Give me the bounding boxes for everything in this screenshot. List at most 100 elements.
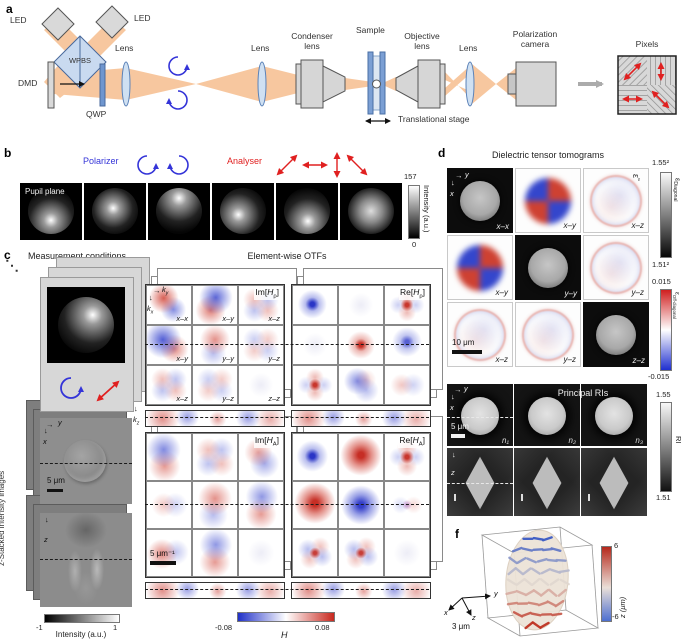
panel-b-label: b [4, 146, 12, 160]
pupil-pattern [58, 297, 114, 353]
otf-cell-label: x–y [222, 314, 234, 323]
pupil-pattern [220, 188, 266, 234]
off-colorbar [660, 289, 672, 371]
off-cbar-label: εOff-diagonal [672, 292, 681, 319]
int-cbar-label: Intensity (a.u.) [55, 630, 107, 639]
tomogram-cell: x–x [447, 168, 513, 233]
analyser-arrow-icons [276, 152, 368, 178]
panel-f-label: f [455, 527, 459, 541]
otf-cell [338, 433, 384, 481]
strip-marks [292, 583, 430, 598]
otf-grid-title: Re[HA] [398, 435, 426, 448]
cross-section-line [447, 483, 513, 484]
f-axis-x: x [444, 608, 448, 617]
ellipsis-dots: ⋱ [5, 257, 19, 273]
sample-shape [367, 51, 386, 115]
tomogram-cell-label: y–y [564, 289, 577, 298]
otf-cell-label: y–y [222, 354, 234, 363]
intensity-colorbar-c [44, 614, 120, 623]
diag-cbar-max: 1.55² [652, 158, 670, 167]
tomogram-cell-label: y–z [563, 355, 576, 364]
otf-grid-re-hrho: Re[Hρ] [291, 284, 431, 406]
diag-colorbar [660, 172, 672, 258]
tomogram-sphere [525, 177, 571, 224]
otf-cell: y–y [192, 325, 238, 365]
colorbar-max: 157 [404, 172, 417, 181]
otf-cell [292, 365, 338, 405]
xy-intensity-image: y → ↓ x 5 μm [40, 418, 132, 504]
intensity-colorbar-b [408, 185, 420, 239]
ri-cbar-max: 1.55 [656, 390, 671, 399]
tomogram-cell-label: x–z [495, 355, 508, 364]
n2-label: n₂ [568, 436, 577, 445]
otf-scalebar-label: 5 μm⁻¹ [150, 549, 175, 558]
otf-cell [338, 365, 384, 405]
n1-label: n₁ [502, 436, 509, 445]
tomogram-cell: x–y [515, 168, 581, 233]
otf-cell-label: y–z [268, 354, 280, 363]
optical-setup-diagram [41, 5, 677, 124]
otf-cell-label: x–z [176, 394, 188, 403]
condition-state-icons [60, 377, 120, 402]
ri-xz-image-n1: ↓ z [447, 448, 513, 516]
kz-axis-label: kz [133, 415, 140, 427]
xz-intensity-image: ↓ z [40, 513, 132, 607]
f-colorbar [601, 546, 612, 622]
lens3-label: Lens [459, 43, 478, 53]
axis-z-label: z [451, 468, 455, 477]
strip-marks [292, 411, 430, 426]
kx-axis-label: kx [147, 304, 154, 316]
otf-dashed-line [145, 504, 429, 505]
polarization-state-icons [137, 152, 368, 178]
wpbs-label: WPBS [68, 56, 92, 65]
pupil-plane-label: Pupil plane [25, 187, 65, 196]
ri-image-n1: → y ↓ x 5 μm n₁ [447, 384, 513, 446]
lens2-shape [257, 61, 267, 107]
otf-dashed-line [145, 589, 429, 590]
diamond-image [532, 456, 562, 510]
otf-cell [292, 481, 338, 529]
otf-cell [146, 481, 192, 529]
zstack-label: z-Stacked intensity images [0, 470, 6, 566]
panel-c-label: c [4, 248, 11, 262]
tomogram-cell: x–z [447, 302, 513, 367]
otf-cell [292, 433, 338, 481]
tomogram-sphere [590, 174, 642, 227]
pupil-image [276, 183, 338, 240]
objective-shape [395, 59, 446, 109]
tomogram-cell: x–y [447, 235, 513, 300]
n3-label: n₃ [635, 436, 643, 445]
otf-cell [292, 285, 338, 325]
otf-cell-label: x–z [268, 314, 280, 323]
axis-y-label: y [465, 170, 469, 179]
measurement-conditions-title: Measurement conditions [28, 251, 127, 261]
pupil-image [340, 183, 402, 240]
tick-mark [454, 494, 456, 501]
tomogram-cell: z–z [583, 302, 649, 367]
camera-label: Polarization camera [512, 29, 558, 49]
otf-cell [338, 529, 384, 577]
pupil-pattern [92, 188, 138, 234]
tomogram-title: Dielectric tensor tomograms [491, 150, 605, 160]
tomo-scalebar-label: 10 μm [452, 338, 475, 347]
scalebar-label: 5 μm [47, 476, 65, 485]
otf-grid-title: Im[HA] [253, 435, 280, 448]
pupil-image: Pupil plane [20, 183, 82, 240]
otf-kz-strip [291, 410, 431, 427]
ri-colorbar [660, 402, 672, 492]
sphere-image [528, 397, 566, 435]
f-cbar-min: -6 [612, 612, 619, 621]
vector-field-3d-plot [448, 526, 600, 637]
pupil-pattern [28, 188, 74, 234]
sphere-image [461, 397, 499, 435]
otf-cell-label: z–z [268, 394, 280, 403]
otf-cell [238, 481, 284, 529]
otf-cell: z–z [238, 365, 284, 405]
otf-cell [146, 433, 192, 481]
otf-cell [384, 481, 430, 529]
lens2-label: Lens [251, 43, 270, 53]
pixels-label: Pixels [635, 39, 659, 49]
